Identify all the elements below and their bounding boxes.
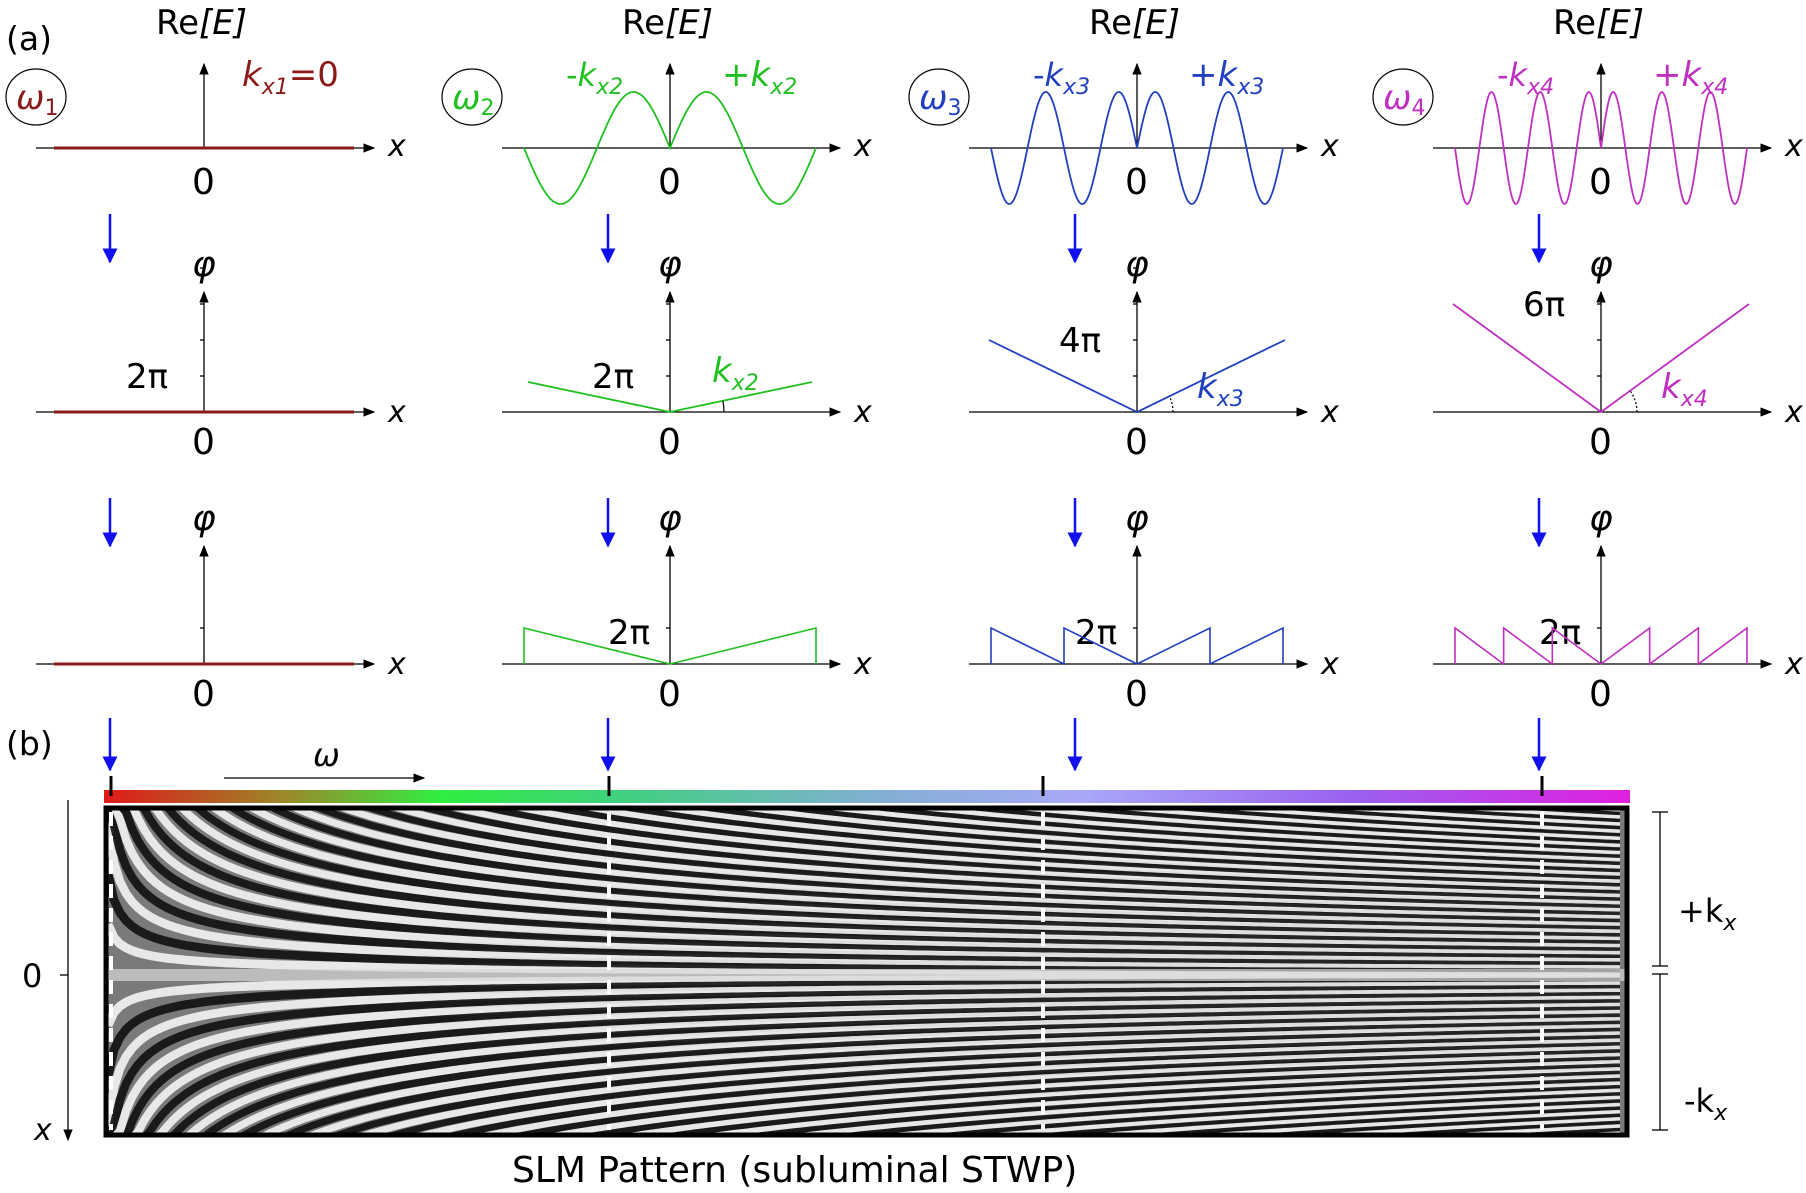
wrapped-curve [523, 626, 817, 665]
slm-fringe-pattern [108, 810, 1625, 1133]
phase-curve [988, 339, 1286, 414]
kx-right-label: +kx4 [1653, 55, 1728, 100]
column-omega-1: Re[E] 0 x ω1 kx1=0 φ 0 x 2π φ 0 x [5, 3, 406, 772]
wrapped-zero: 0 [1589, 674, 1612, 715]
spectrum-bar [104, 790, 1630, 803]
phase-phi-label: φ [1589, 244, 1613, 285]
phase-tick-label: 4π [1059, 321, 1101, 361]
re-e-curve [523, 91, 817, 205]
re-e-zero: 0 [192, 162, 215, 203]
re-e-x-label: x [1320, 129, 1339, 164]
wrapped-x-label: x [387, 647, 406, 682]
omega-arrow-label: ω [313, 736, 340, 774]
slm-caption: SLM Pattern (subluminal STWP) [512, 1150, 1077, 1191]
slm-x-label: x [33, 1113, 52, 1148]
phase-tick-label: 6π [1523, 285, 1565, 325]
slm-frame [103, 805, 1630, 1138]
phase-x-label: x [1784, 395, 1803, 430]
wrapped-tick-label: 2π [608, 613, 650, 653]
slm-panel: ω 0 x +kx -kx SLM Pattern (subluminal ST… [22, 736, 1737, 1191]
omega-circle-icon [441, 68, 503, 126]
phase-zero: 0 [192, 422, 215, 463]
kx-left-label: -kx3 [1033, 56, 1090, 100]
re-e-zero: 0 [1125, 162, 1148, 203]
phase-phi-label: φ [192, 244, 216, 285]
wrapped-phi-label: φ [1125, 498, 1149, 539]
phase-phi-label: φ [658, 244, 682, 285]
phase-x-label: x [1320, 395, 1339, 430]
phase-zero: 0 [1589, 422, 1612, 463]
re-e-x-label: x [1784, 129, 1803, 164]
phase-curve [527, 381, 813, 413]
wrapped-zero: 0 [192, 674, 215, 715]
wrapped-tick-label: 2π [1075, 613, 1117, 653]
kx-left-label: -kx4 [1497, 56, 1554, 100]
phase-slope-label: kx4 [1661, 367, 1708, 412]
omega-label: ω3 [919, 78, 961, 121]
re-e-x-label: x [387, 129, 406, 164]
re-e-label: Re[E] [156, 3, 247, 43]
column-omega-2: Re[E] 0 x ω2 -kx2 +kx2 φ 0 x 2π kx2 φ 0 x 2π [441, 3, 872, 772]
phase-zero: 0 [1125, 422, 1148, 463]
wrapped-curve [1454, 626, 1748, 666]
panel-a-label: (a) [6, 19, 52, 58]
panel-b-label: (b) [6, 724, 53, 763]
omega-circle-icon [908, 68, 970, 126]
kx-plus-label: +kx [1678, 892, 1737, 936]
phase-tick-label: 2π [592, 357, 634, 397]
omega-label: ω4 [1383, 78, 1425, 121]
omega-label: ω2 [452, 78, 494, 121]
slope-angle-arc [1629, 390, 1638, 413]
omega-circle-icon [5, 68, 67, 126]
kx-right-label: +kx3 [1189, 55, 1264, 100]
phase-tick-label: 2π [126, 357, 168, 397]
re-e-curve [990, 91, 1284, 205]
re-e-label: Re[E] [1553, 3, 1644, 43]
phase-x-label: x [853, 395, 872, 430]
phase-zero: 0 [658, 422, 681, 463]
wrapped-x-label: x [853, 647, 872, 682]
phase-x-label: x [387, 395, 406, 430]
wrapped-phi-label: φ [192, 498, 216, 539]
wrapped-zero: 0 [1125, 674, 1148, 715]
kx-minus-label: -kx [1684, 1082, 1728, 1126]
kx-left-label: -kx2 [566, 56, 623, 100]
re-e-label: Re[E] [622, 3, 713, 43]
slm-zero-label: 0 [22, 957, 42, 995]
re-e-zero: 0 [658, 162, 681, 203]
wrapped-phi-label: φ [1589, 498, 1613, 539]
omega-circle-icon [1372, 68, 1434, 126]
re-e-zero: 0 [1589, 162, 1612, 203]
slope-angle-arc [1168, 395, 1174, 413]
phase-curve [1452, 303, 1750, 414]
wrapped-zero: 0 [658, 674, 681, 715]
wrapped-phi-label: φ [658, 498, 682, 539]
re-e-x-label: x [853, 129, 872, 164]
omega-label: ω1 [16, 78, 58, 121]
column-omega-3: Re[E] 0 x ω3 -kx3 +kx3 φ 0 x 4π kx3 φ 0 x 2π [908, 3, 1339, 772]
slope-angle-arc [722, 400, 725, 413]
wrapped-curve [990, 626, 1284, 666]
wrapped-x-label: x [1320, 647, 1339, 682]
phase-phi-label: φ [1125, 244, 1149, 285]
kx-right-label: +kx2 [722, 55, 797, 100]
kx-right-label: kx1=0 [242, 55, 339, 100]
phase-slope-label: kx2 [712, 351, 759, 396]
re-e-label: Re[E] [1089, 3, 1180, 43]
phase-slope-label: kx3 [1197, 367, 1244, 412]
kx-brackets [1652, 811, 1668, 1131]
wrapped-x-label: x [1784, 647, 1803, 682]
re-e-curve [1454, 91, 1748, 205]
